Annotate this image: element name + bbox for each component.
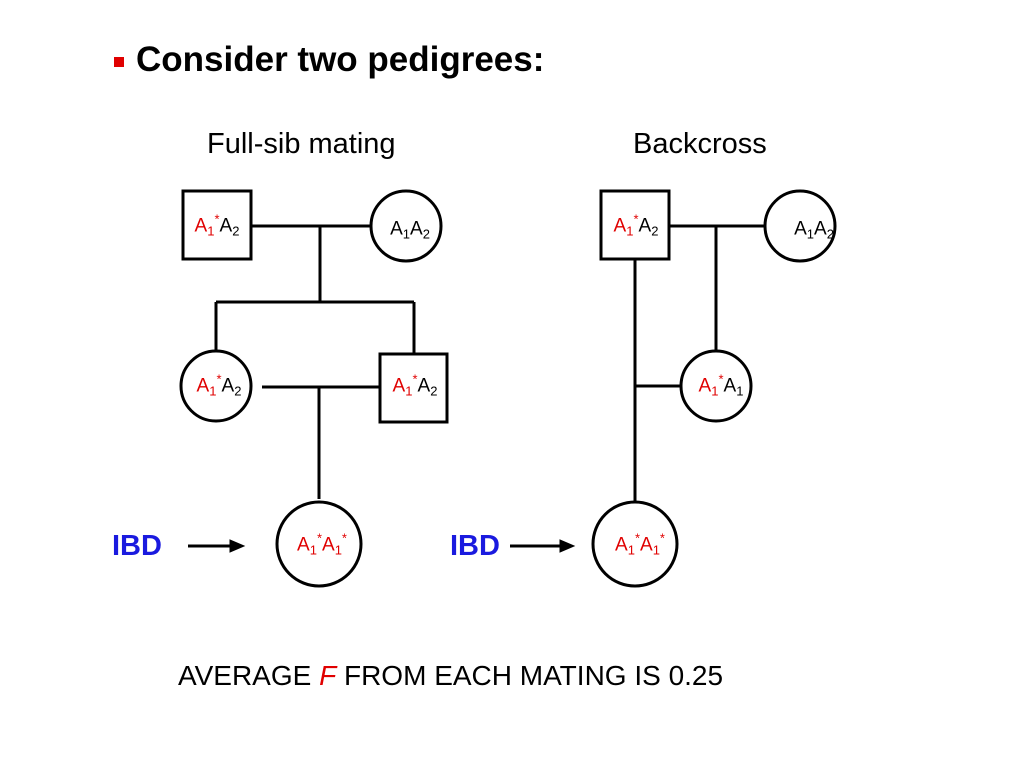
backcross-offspring-genotype: A1*A1* xyxy=(615,530,665,558)
fullsib-ibd-label: IBD xyxy=(112,530,162,562)
fullsib-mother-genotype: A1A2 xyxy=(390,218,430,242)
fullsib-brother-square xyxy=(378,352,449,424)
fullsib-brother-genotype: A1*A2 xyxy=(392,371,438,399)
backcross-offspring-circle xyxy=(591,500,679,588)
fullsib-offspring-genotype: A1*A1* xyxy=(297,530,347,558)
backcross-ibd-arrowhead xyxy=(559,539,576,553)
bullet-square-icon xyxy=(114,57,124,67)
backcross-mother-genotype: A1A2 xyxy=(794,218,834,242)
fullsib-title: Full-sib mating xyxy=(207,128,396,160)
backcross-title: Backcross xyxy=(633,128,767,160)
fullsib-father-square xyxy=(181,189,253,261)
footer-statement: AVERAGE F FROM EACH MATING IS 0.25 xyxy=(178,660,723,692)
fullsib-sister-genotype: A1*A2 xyxy=(196,371,242,399)
backcross-daughter-genotype: A1*A1 xyxy=(698,371,744,399)
slide-heading: Consider two pedigrees: xyxy=(136,40,545,79)
backcross-ibd-label: IBD xyxy=(450,530,500,562)
backcross-father-square xyxy=(599,189,671,261)
backcross-daughter-circle xyxy=(679,349,753,423)
fullsib-offspring-circle xyxy=(275,500,363,588)
fullsib-sister-circle xyxy=(179,349,253,423)
backcross-father-genotype: A1*A2 xyxy=(613,211,659,239)
backcross-mother-circle xyxy=(763,189,837,263)
footer-before: AVERAGE xyxy=(178,660,312,691)
fullsib-father-genotype: A1*A2 xyxy=(194,211,240,239)
footer-after: FROM EACH MATING IS 0.25 xyxy=(343,660,724,691)
footer-f-symbol: F xyxy=(319,660,337,691)
fullsib-mother-circle xyxy=(369,189,443,263)
fullsib-ibd-arrowhead xyxy=(229,539,246,553)
